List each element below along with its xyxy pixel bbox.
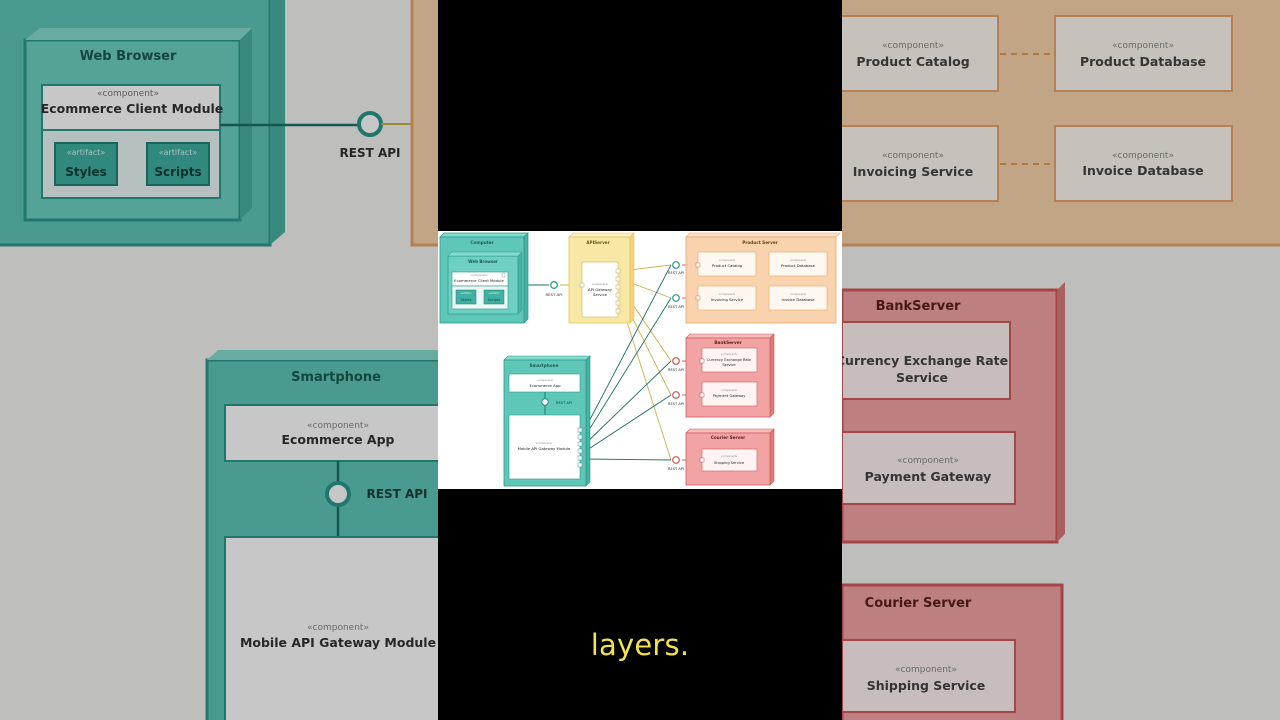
- svg-text:Courier Server: Courier Server: [865, 596, 972, 611]
- bg-web-browser-node: Web Browser «component» Ecommerce Client…: [0, 0, 440, 247]
- svg-text:Invoice Database: Invoice Database: [1082, 163, 1203, 178]
- svg-text:Payment Gateway: Payment Gateway: [865, 469, 992, 484]
- bg-web-browser-label: Web Browser: [80, 49, 177, 64]
- svg-text:REST API: REST API: [367, 487, 428, 501]
- svg-text:«component»: «component»: [721, 353, 738, 356]
- svg-text:REST API: REST API: [668, 305, 684, 309]
- smartphone-node: Smartphone «component» Ecommerce App RES…: [503, 355, 591, 487]
- api-gateway-line2: Service: [593, 292, 608, 297]
- bg-smartphone-node: Smartphone «component» Ecommerce App RES…: [205, 350, 455, 720]
- svg-text:«component»: «component»: [882, 151, 944, 161]
- bankserver-node: BankServer «component» Currency Exchange…: [685, 333, 775, 418]
- product-server-node: Product Server «component» Product Catal…: [685, 232, 841, 324]
- svg-text:«component»: «component»: [536, 442, 553, 445]
- svg-text:Service: Service: [896, 370, 948, 385]
- smartphone-title: Smartphone: [530, 363, 559, 368]
- svg-text:Invoicing Service: Invoicing Service: [853, 164, 973, 179]
- currency-exchange-line2: Service: [722, 363, 736, 367]
- svg-text:«component»: «component»: [307, 421, 369, 431]
- web-browser-title: Web Browser: [468, 259, 498, 264]
- bg-bankserver-node: BankServer Currency Exchange Rate Servic…: [836, 282, 1065, 544]
- bg-ecommerce-client: Ecommerce Client Module: [41, 101, 224, 116]
- rest-api-label-computer: REST API: [546, 292, 563, 297]
- bg-courier-server-node: Courier Server «component» Shipping Serv…: [840, 583, 1064, 720]
- svg-text:Scripts: Scripts: [154, 165, 201, 179]
- svg-text:Styles: Styles: [65, 165, 107, 179]
- svg-text:«component»: «component»: [790, 259, 807, 262]
- product-database: Product Database: [781, 263, 815, 268]
- svg-text:REST API: REST API: [668, 368, 684, 372]
- svg-text:REST API: REST API: [556, 401, 572, 405]
- svg-text:«component»: «component»: [307, 623, 369, 633]
- currency-exchange-line1: Currency Exchange Rate: [707, 358, 752, 362]
- svg-text:Smartphone: Smartphone: [291, 370, 381, 385]
- payment-gateway: Payment Gateway: [713, 394, 747, 398]
- rest-api-interface-computer: [550, 281, 558, 289]
- svg-text:«component»: «component»: [470, 273, 488, 277]
- svg-text:«component»: «component»: [719, 259, 736, 262]
- svg-text:Ecommerce App: Ecommerce App: [281, 432, 394, 447]
- bankserver-title: BankServer: [714, 340, 742, 345]
- svg-text:«component»: «component»: [790, 293, 807, 296]
- svg-text:Product Catalog: Product Catalog: [856, 54, 969, 69]
- server-interfaces: REST API REST API REST API REST API REST…: [668, 261, 684, 471]
- svg-text:«component»: «component»: [719, 293, 736, 296]
- apiserver-title: APIServer: [586, 240, 610, 245]
- svg-text:«component»: «component»: [537, 379, 554, 382]
- mobile-api-gateway-module: Mobile API Gateway Module: [518, 446, 571, 451]
- ecommerce-app: Ecommerce App: [529, 383, 561, 388]
- svg-text:«component»: «component»: [1112, 41, 1174, 51]
- invoice-database: Invoice Database: [782, 297, 816, 302]
- svg-text:«artifact»: «artifact»: [159, 148, 198, 157]
- courier-server-title: Courier Server: [711, 435, 746, 440]
- svg-text:«artifact»: «artifact»: [488, 292, 500, 295]
- product-catalog: Product Catalog: [712, 263, 743, 268]
- svg-text:«component»: «component»: [897, 456, 959, 466]
- apiserver-node: APIServer «component» API Gateway Servic…: [568, 232, 635, 324]
- svg-text:«component»: «component»: [882, 41, 944, 51]
- courier-server-node: Courier Server «component» Shipping Serv…: [685, 428, 775, 486]
- video-subtitle: layers.: [590, 628, 690, 662]
- svg-text:Product Database: Product Database: [1080, 54, 1206, 69]
- svg-text:REST API: REST API: [340, 146, 401, 160]
- computer-node: Computer Web Browser «component» Ecommer…: [439, 232, 529, 324]
- svg-text:«component»: «component»: [97, 89, 159, 99]
- api-gateway-line1: API Gateway: [588, 287, 613, 292]
- computer-title: Computer: [470, 240, 494, 245]
- svg-text:Shipping Service: Shipping Service: [867, 678, 986, 693]
- svg-text:«component»: «component»: [1112, 151, 1174, 161]
- svg-text:«component»: «component»: [721, 455, 738, 458]
- deployment-diagram: Computer Web Browser «component» Ecommer…: [438, 231, 842, 489]
- svg-text:REST API: REST API: [668, 467, 684, 471]
- svg-text:«component»: «component»: [721, 389, 738, 392]
- shipping-service: Shipping Service: [714, 461, 745, 465]
- svg-text:«artifact»: «artifact»: [460, 292, 472, 295]
- invoicing-service: Invoicing Service: [711, 297, 744, 302]
- svg-text:Mobile API Gateway Module: Mobile API Gateway Module: [240, 635, 436, 650]
- svg-text:REST API: REST API: [668, 271, 684, 275]
- artifact-scripts: Scripts: [488, 298, 500, 302]
- svg-text:BankServer: BankServer: [876, 299, 961, 314]
- svg-text:«artifact»: «artifact»: [67, 148, 106, 157]
- svg-text:Currency Exchange Rate: Currency Exchange Rate: [836, 353, 1008, 368]
- svg-text:REST API: REST API: [668, 402, 684, 406]
- svg-text:«component»: «component»: [895, 665, 957, 675]
- svg-text:«component»: «component»: [592, 283, 609, 286]
- ecommerce-client-module: Ecommerce Client Module: [454, 278, 504, 283]
- artifact-styles: Styles: [461, 298, 472, 302]
- product-server-title: Product Server: [742, 240, 778, 245]
